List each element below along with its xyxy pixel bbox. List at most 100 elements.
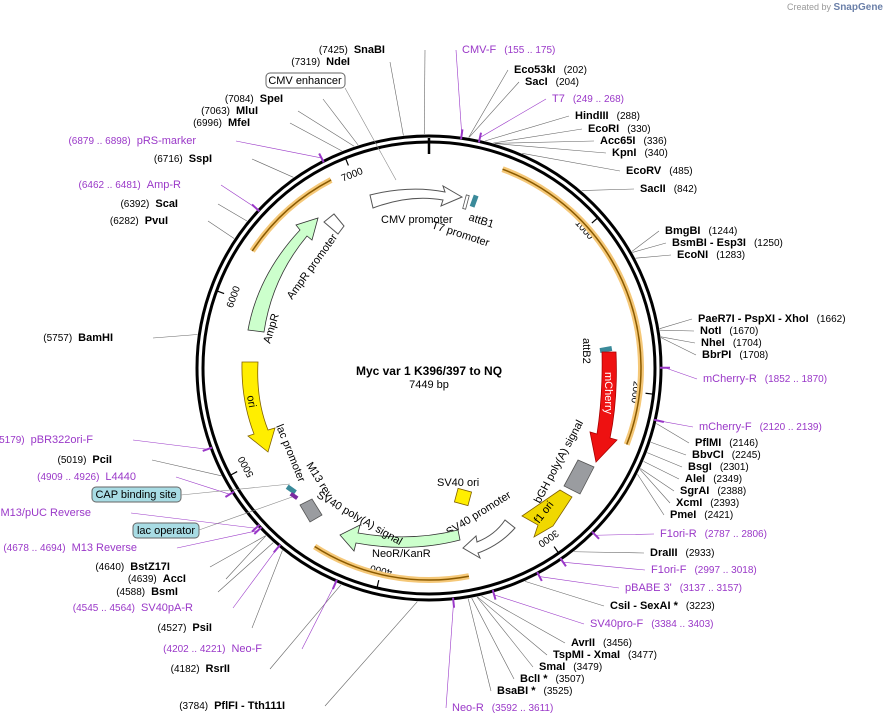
site-leader [573, 551, 645, 554]
feature-attb1: attB1 [467, 211, 495, 230]
site-name: SmaI [539, 661, 565, 673]
primer-binding-mark [251, 203, 261, 212]
plasmid-name: Myc var 1 K396/397 to NQ [356, 364, 502, 378]
cmv-enhancer-leader [344, 87, 397, 181]
primer-leader [494, 594, 585, 625]
primer-name: M13/pUC Reverse [1, 507, 91, 519]
primer-binding-mark [491, 589, 497, 600]
site-position: (842) [674, 184, 697, 195]
orf-arc-mcherry-frame-core [502, 168, 642, 445]
site-name: SpeI [260, 93, 283, 105]
site-label: NotI(1670) [700, 325, 758, 337]
primer-binding-mark [224, 490, 235, 498]
site-position: (485) [669, 166, 692, 177]
bgh-polya-box [563, 459, 595, 495]
primer-leader [130, 512, 256, 529]
primer-leader [455, 49, 463, 135]
primer-name: F1ori-R [660, 528, 697, 540]
primer-binding-mark [253, 526, 263, 535]
primer-name: pBABE 3' [625, 582, 672, 594]
neor-arrow [339, 524, 461, 552]
site-leader [225, 535, 267, 580]
attb2-marker [599, 346, 613, 354]
site-name: EcoRI [588, 123, 619, 135]
site-leader [485, 115, 570, 142]
tick-label: 7000 [340, 166, 365, 185]
tick-mark [216, 290, 225, 295]
primer-label: (4691 .. 4713)M13/pUC Reverse [0, 507, 91, 519]
site-leader [493, 128, 583, 144]
primer-binding-mark [559, 557, 567, 567]
site-label: PaeR7I - PspXI - XhoI(1662) [698, 313, 846, 325]
site-position: (5019) [58, 455, 87, 466]
site-label: BsgI(2301) [688, 461, 749, 473]
site-name: RsrII [206, 663, 230, 675]
site-position: (4640) [95, 562, 124, 573]
site-name: XcmI [676, 497, 702, 509]
primer-label: (4202 .. 4221)Neo-F [163, 643, 262, 655]
feature-sv40-ori: SV40 ori [437, 477, 479, 489]
primer-range: (1852 .. 1870) [765, 374, 827, 385]
site-label: NheI(1704) [701, 337, 762, 349]
primer-name: CMV-F [462, 44, 497, 56]
tick-mark [645, 392, 654, 395]
site-label: (6996)MfeI [193, 117, 250, 129]
primer-name: M13 Reverse [72, 542, 137, 554]
site-position: (336) [643, 136, 666, 147]
site-label: (4588) BsmI [116, 586, 178, 598]
site-position: (4588) [116, 587, 145, 598]
site-name: DraIII [650, 547, 678, 559]
primer-leader [132, 439, 208, 450]
primer-range: (6879 .. 6898) [68, 136, 130, 147]
site-label: (6392)ScaI [120, 198, 178, 210]
site-leader [639, 469, 671, 504]
site-name: AleI [685, 473, 705, 485]
primer-name: Neo-F [231, 643, 262, 655]
site-position: (2301) [720, 462, 749, 473]
site-leader [251, 550, 283, 629]
site-name: BsmI [151, 586, 178, 598]
boxed-lac-operator: lac operator [137, 525, 195, 537]
site-label: (4527)PsiI [158, 622, 212, 634]
primer-label: Neo-R(3592 .. 3611) [452, 702, 553, 714]
site-leader [637, 474, 665, 516]
site-leader [476, 596, 534, 668]
primer-label: pBABE 3'(3137 .. 3157) [625, 582, 742, 594]
primer-binding-mark [460, 129, 464, 140]
primer-name: L4440 [105, 471, 136, 483]
site-name: EcoNI [677, 249, 708, 261]
site-leader [468, 81, 520, 138]
site-name: PsiI [192, 622, 212, 634]
m13-rev-marker [285, 484, 297, 495]
site-position: (4639) [128, 574, 157, 585]
site-label: BsmBI - Esp3I(1250) [672, 237, 783, 249]
site-label: BbrPI(1708) [702, 349, 768, 361]
primer-binding-mark [477, 132, 483, 143]
site-position: (6716) [154, 154, 183, 165]
primer-binding-mark [331, 579, 338, 590]
site-leader [389, 61, 404, 136]
site-leader [217, 542, 274, 593]
primer-leader [235, 140, 322, 159]
sv40-ori-box [453, 487, 473, 507]
primer-label: F1ori-R(2787 .. 2806) [660, 528, 767, 540]
site-position: (2349) [713, 474, 742, 485]
primer-label: F1ori-F(2997 .. 3018) [651, 564, 757, 576]
site-label: (5019) PciI [58, 454, 112, 466]
primer-binding-mark [318, 153, 325, 163]
primer-range: (2120 .. 2139) [760, 422, 822, 433]
site-label: (7063)MluI [201, 105, 258, 117]
primer-range: (155 .. 175) [504, 45, 555, 56]
site-leader [643, 461, 680, 480]
site-name: PciI [92, 454, 112, 466]
primer-binding-mark [251, 524, 261, 533]
site-label: Acc65I(336) [600, 135, 667, 147]
primer-range: (4909 .. 4926) [37, 472, 99, 483]
site-name: BbrPI [702, 349, 731, 361]
logo-created-by: Created by [786, 2, 832, 12]
site-label: PflMI(2146) [695, 437, 758, 449]
primer-leader [175, 476, 230, 495]
site-label: (6716)SspI [154, 153, 212, 165]
primer-name: pBR322ori-F [31, 434, 94, 446]
site-label: PmeI(2421) [670, 509, 733, 521]
